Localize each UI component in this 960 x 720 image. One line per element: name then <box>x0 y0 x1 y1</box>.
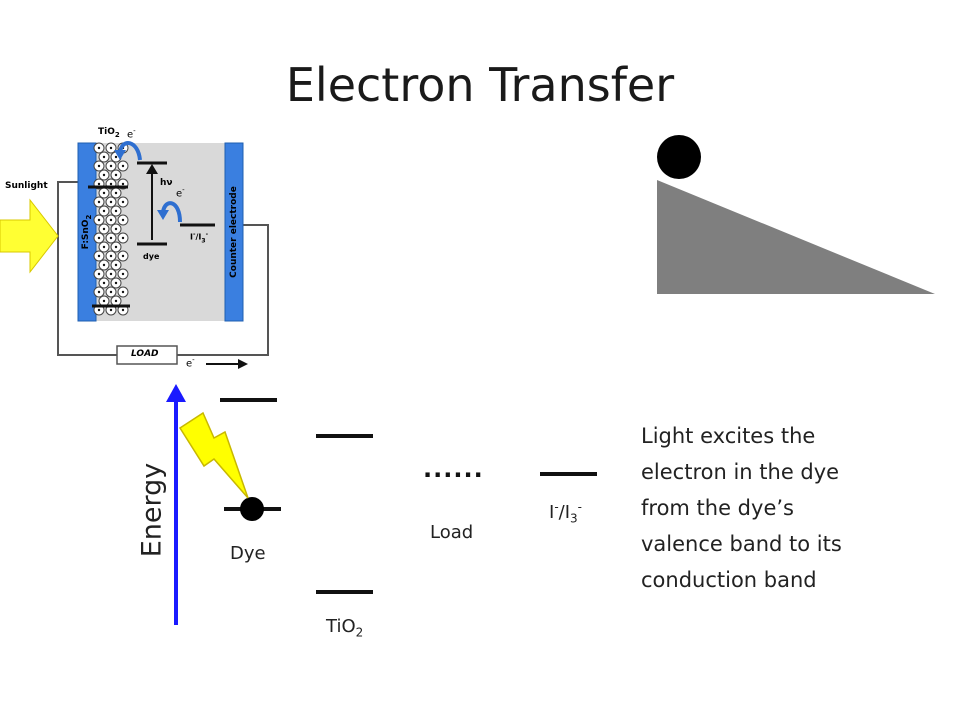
dye-molecule <box>97 182 101 186</box>
dye-molecule <box>109 182 113 186</box>
description-text: Light excites the electron in the dye fr… <box>641 424 842 592</box>
dye-molecule <box>114 155 118 159</box>
dye-molecule <box>121 254 125 258</box>
energy-axis-arrowhead <box>166 384 186 402</box>
dye-molecule <box>97 254 101 258</box>
dye-molecule <box>114 263 118 267</box>
injection-arrow <box>118 141 142 161</box>
dye-molecule <box>121 308 125 312</box>
dye-molecule <box>102 281 106 285</box>
dye-molecule <box>109 254 113 258</box>
dye-molecule <box>109 308 113 312</box>
cell-electrode-label: F:SnO2 <box>81 214 93 250</box>
dye-molecule <box>97 200 101 204</box>
dye-molecule <box>109 290 113 294</box>
cell-electron-label-2: e- <box>176 186 185 200</box>
dye-molecule <box>109 164 113 168</box>
dye-molecule <box>114 281 118 285</box>
cell-sunlight-label: Sunlight <box>5 181 48 191</box>
cell-counter-label: Counter electrode <box>229 186 239 278</box>
dye-molecule <box>109 146 113 150</box>
dye-molecule <box>121 272 125 276</box>
dye-molecule <box>114 173 118 177</box>
regeneration-arrow <box>161 201 182 223</box>
dye-molecule <box>97 164 101 168</box>
dye-molecule <box>102 209 106 213</box>
dye-molecule <box>97 218 101 222</box>
dye-molecule <box>102 173 106 177</box>
ball <box>657 135 701 179</box>
dye-molecule <box>102 299 106 303</box>
cell-electron-label-3: e- <box>186 356 195 370</box>
redox-label: I-/I3- <box>549 500 583 526</box>
dye-molecule <box>109 236 113 240</box>
dye-molecule <box>97 272 101 276</box>
dye-molecule <box>121 236 125 240</box>
cell-load-label: LOAD <box>131 349 159 359</box>
dye-molecule <box>114 245 118 249</box>
tio2-label: TiO2 <box>326 616 364 640</box>
dye-molecule <box>109 272 113 276</box>
dye-molecule <box>114 191 118 195</box>
dye-molecule <box>121 182 125 186</box>
dye-molecule <box>97 146 101 150</box>
slope-triangle <box>657 180 935 294</box>
counter-electrode <box>224 142 244 322</box>
cell-tio2-label: TiO2 <box>98 127 120 139</box>
load-label: Load <box>430 522 474 543</box>
dye-molecule <box>102 227 106 231</box>
load-box <box>116 345 178 365</box>
dye-molecule <box>102 155 106 159</box>
cell-electron-label-1: e- <box>127 127 136 141</box>
lightning-icon <box>178 411 249 499</box>
dye-molecule <box>97 290 101 294</box>
dye-molecule <box>102 191 106 195</box>
electron-dot <box>240 497 264 521</box>
cell-redox-label: I-/I3- <box>190 231 209 245</box>
dye-molecule <box>97 308 101 312</box>
dye-molecule <box>114 299 118 303</box>
dye-molecule <box>121 290 125 294</box>
dye-label: Dye <box>230 543 266 564</box>
dye-molecule <box>109 218 113 222</box>
dye-molecule <box>114 209 118 213</box>
dye-molecule <box>121 218 125 222</box>
dye-molecule <box>109 200 113 204</box>
dye-molecule <box>121 164 125 168</box>
dye-molecule <box>102 245 106 249</box>
energy-axis-label: Energy <box>136 462 168 558</box>
dye-molecule <box>97 236 101 240</box>
dye-molecule <box>102 263 106 267</box>
slide-title: Electron Transfer <box>285 58 675 112</box>
dye-molecule <box>114 227 118 231</box>
sunlight-arrow <box>0 198 59 274</box>
dye-molecule <box>121 200 125 204</box>
load-dots: ...... <box>423 455 484 483</box>
cell-hv-label: hν <box>160 178 173 188</box>
cell-dye-label: dye <box>143 252 160 261</box>
